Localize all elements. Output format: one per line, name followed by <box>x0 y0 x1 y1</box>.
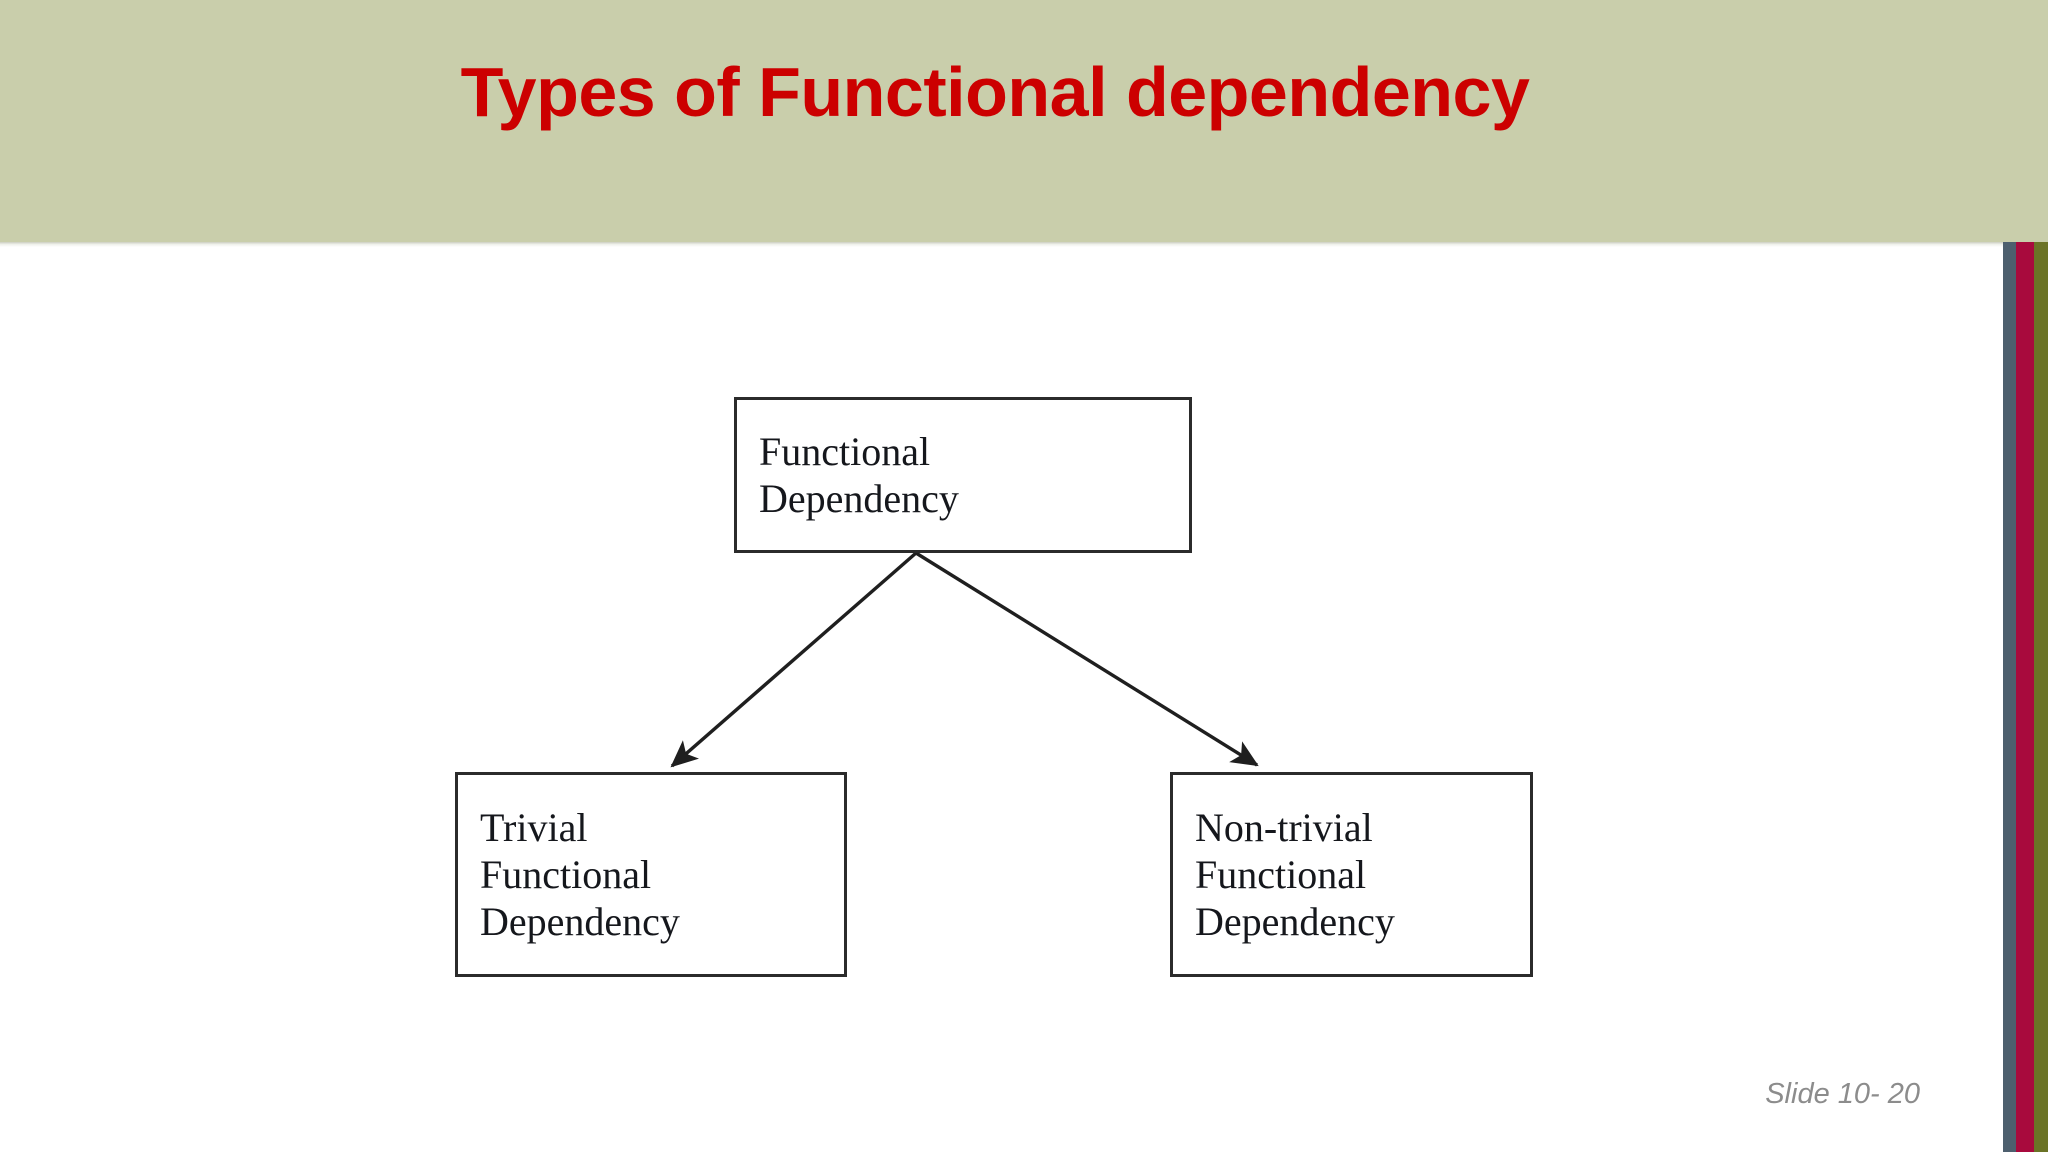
node-root-line-1: Functional <box>759 428 931 474</box>
node-nontrivial-line-3: Dependency <box>1195 899 1395 945</box>
page-title: Types of Functional dependency <box>460 53 1530 131</box>
arrow-root-to-trivial <box>670 551 918 768</box>
edge-bar-olive <box>2034 242 2048 1152</box>
title-band <box>0 0 2048 242</box>
connector-arrows <box>670 551 1259 768</box>
node-trivial-line-2: Functional <box>480 851 652 897</box>
node-trivial-line-1: Trivial <box>480 804 588 850</box>
node-nontrivial-line-2: Functional <box>1195 851 1367 897</box>
arrow-root-to-nontrivial <box>915 551 1259 767</box>
edge-bar-slate <box>2003 242 2016 1152</box>
node-trivial-line-3: Dependency <box>480 899 680 945</box>
node-trivial-functional-dependency[interactable]: Trivial Functional Dependency <box>455 772 847 977</box>
node-non-trivial-functional-dependency[interactable]: Non-trivial Functional Dependency <box>1170 772 1533 977</box>
slide-number: Slide 10- 20 <box>1765 1078 1920 1110</box>
functional-dependency-tree-diagram: Functional Dependency Trivial Functional… <box>0 242 2048 1152</box>
title-band-shadow <box>0 242 2048 247</box>
node-nontrivial-line-1: Non-trivial <box>1195 804 1373 850</box>
edge-bar-crimson <box>2016 242 2034 1152</box>
node-functional-dependency[interactable]: Functional Dependency <box>734 397 1192 553</box>
node-root-line-2: Dependency <box>759 476 959 521</box>
